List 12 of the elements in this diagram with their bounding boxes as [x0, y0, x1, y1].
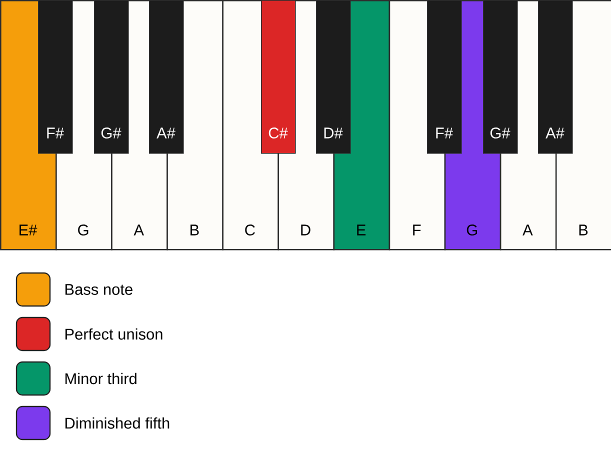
- sharp-key: A#: [538, 0, 573, 154]
- legend-label: Diminished fifth: [65, 417, 170, 429]
- sharp-key: C#: [261, 0, 296, 154]
- sharp-key: G#: [483, 0, 518, 154]
- legend-label: Minor third: [65, 372, 136, 384]
- sharp-key: A#: [149, 0, 184, 154]
- sharp-key: F#: [427, 0, 462, 154]
- sharp-key: F#: [38, 0, 73, 154]
- legend-label: Bass note: [65, 284, 132, 295]
- sharp-key: D#: [316, 0, 351, 154]
- legend-label: Perfect unison: [65, 328, 162, 340]
- sharp-key: G#: [94, 0, 129, 154]
